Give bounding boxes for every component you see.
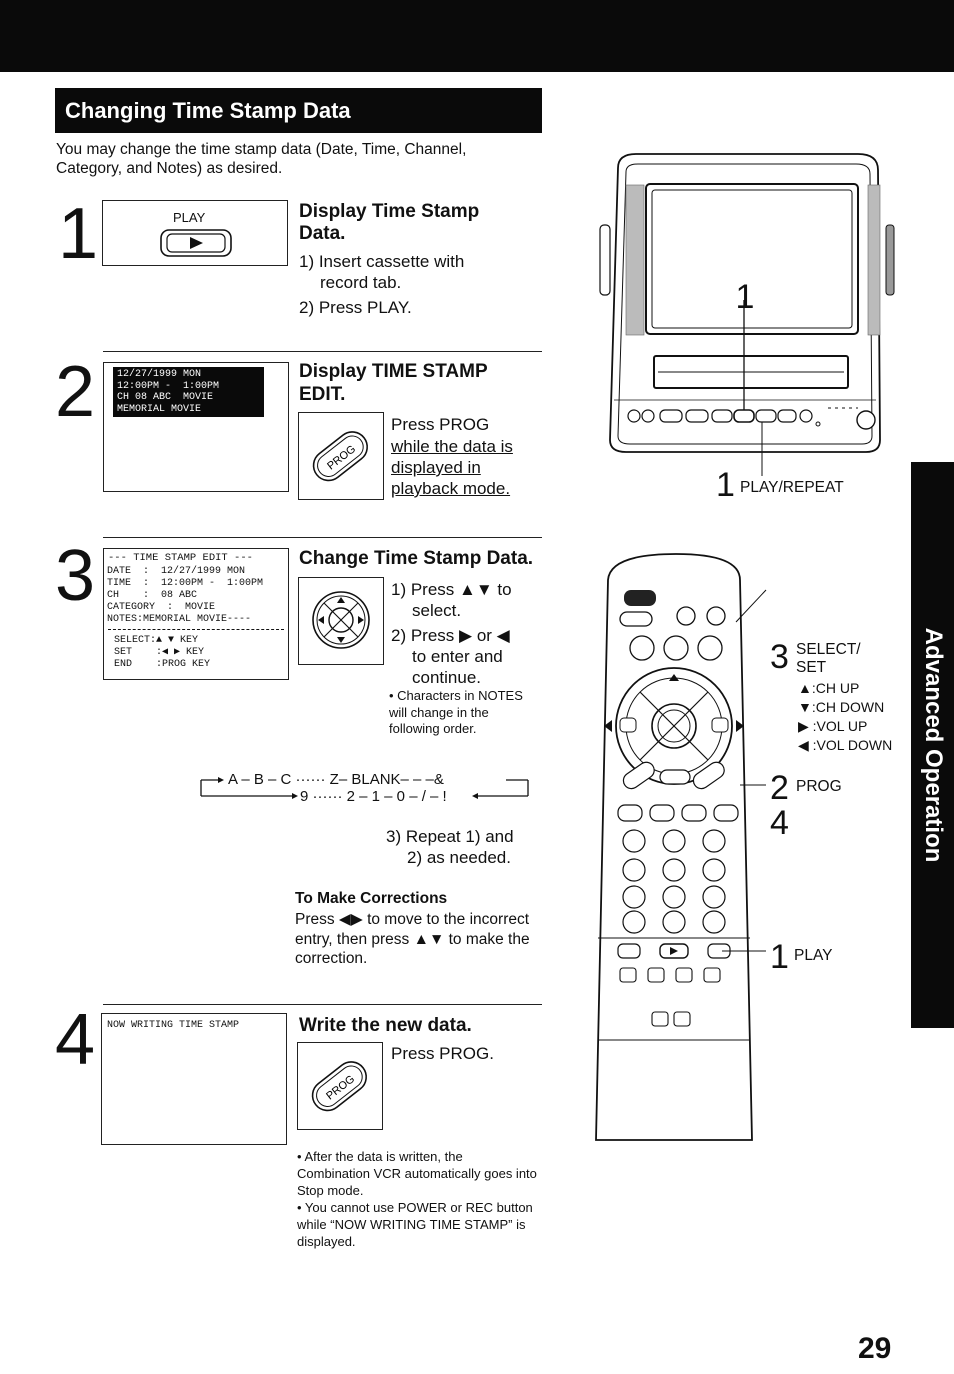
step3-line1b: select. — [412, 601, 462, 620]
step3-line1a: 1) Press ▲▼ to — [391, 580, 512, 599]
osd-line: SELECT:▲ ▼ KEY — [114, 635, 199, 646]
section-title: Changing Time Stamp Data — [55, 88, 542, 133]
step1-line1: 1) Insert cassette with — [299, 252, 465, 271]
osd-line: CATEGORY : MOVIE — [107, 602, 216, 613]
page-number: 29 — [858, 1332, 892, 1365]
tv-screen-callout-number: 1 — [736, 278, 755, 316]
step3-line2b: to enter and — [412, 647, 503, 666]
set-callout-label: SET — [796, 659, 827, 676]
select-pad-icon — [312, 591, 370, 649]
step-number-4: 4 — [55, 1000, 96, 1080]
osd-line: 12/27/1999 MON — [117, 369, 202, 380]
sequence-row-2: 9 ······ 2 – 1 – 0 – / – ! — [300, 788, 447, 805]
play-callout-number: 1 — [770, 938, 789, 976]
prog-callout-number: 2 — [770, 769, 789, 807]
osd-edit-lines: DATE : 12/27/1999 MON TIME : 12:00PM - 1… — [107, 566, 263, 626]
osd-line: CH : 08 ABC — [107, 590, 198, 601]
osd-line: MEMORIAL MOVIE — [117, 403, 202, 415]
step4-callout-number: 4 — [770, 804, 789, 842]
play-button-label: PLAY — [173, 210, 206, 225]
step3-line2c: continue. — [412, 668, 481, 687]
step4-heading: Write the new data. — [299, 1015, 472, 1036]
osd-line: 12:00PM - 1:00PM — [117, 380, 220, 392]
osd-screen-4: NOW WRITING TIME STAMP — [101, 1013, 287, 1145]
tv-vcr-illustration: 1 — [599, 153, 895, 476]
prog-button-illustration: PROG — [297, 1042, 383, 1130]
play-button-illustration: PLAY — [102, 200, 288, 266]
step2-under2: displayed in — [391, 458, 481, 477]
osd-now-writing: NOW WRITING TIME STAMP — [107, 1020, 240, 1031]
osd-line: CH 08 ABC MOVIE — [117, 392, 214, 403]
select-callout-number: 3 — [770, 638, 789, 676]
prog-button-icon: PROG — [311, 1061, 368, 1112]
divider — [103, 1004, 542, 1005]
step1-heading: Display Time Stamp Data. — [299, 201, 480, 244]
step3-line3a: 3) Repeat 1) and — [386, 827, 514, 846]
prog-button-illustration: PROG — [298, 412, 384, 500]
osd-line: NOTES:MEMORIAL MOVIE---- — [107, 614, 252, 625]
step2-heading-1: Display TIME STAMP — [299, 361, 488, 382]
vol-down-label: ◀ :VOL DOWN — [798, 737, 893, 753]
step-number-3: 3 — [55, 536, 96, 616]
vol-up-label: ▶ :VOL UP — [798, 718, 868, 734]
side-tab-label: Advanced Operation — [919, 627, 947, 863]
play-icon — [160, 229, 232, 257]
osd-time-stamp: 12/27/1999 MON 12:00PM - 1:00PM CH 08 AB… — [113, 367, 264, 417]
intro-text: You may change the time stamp data (Date… — [56, 141, 467, 177]
osd-line: SET :◀ ▶ KEY — [114, 647, 205, 658]
step4-bullet2: • You cannot use POWER or REC button whi… — [297, 1200, 533, 1249]
side-tab: Advanced Operation — [911, 462, 954, 1028]
prog-button-icon: PROG — [312, 431, 369, 482]
step-number-1: 1 — [58, 194, 99, 274]
step4-press: Press PROG. — [391, 1044, 494, 1063]
step3-line3b: 2) as needed. — [407, 848, 511, 867]
play-repeat-callout-label: PLAY/REPEAT — [740, 479, 844, 496]
ch-down-label: ▼:CH DOWN — [798, 699, 885, 715]
corrections-heading: To Make Corrections — [295, 890, 448, 907]
osd-line: TIME : 12:00PM - 1:00PM — [107, 578, 264, 589]
osd-line: END :PROG KEY — [114, 659, 211, 670]
sequence-row-1: A – B – C ······ Z– BLANK– – –& — [228, 771, 449, 788]
select-pad-illustration — [298, 577, 384, 665]
character-sequence-arrows — [200, 777, 529, 799]
header-bar — [0, 0, 954, 72]
step2-press: Press PROG — [391, 415, 490, 434]
play-callout-label: PLAY — [794, 947, 833, 964]
prog-callout-label: PROG — [796, 778, 842, 795]
divider — [103, 351, 542, 352]
remote-control-illustration — [595, 553, 767, 1141]
step2-under1: while the data is — [391, 437, 513, 456]
corrections-body: Press ◀▶ to move to the incorrect entry,… — [295, 911, 530, 967]
osd-screen-2: 12/27/1999 MON 12:00PM - 1:00PM CH 08 AB… — [103, 362, 289, 492]
step1-line2: 2) Press PLAY. — [299, 298, 412, 317]
select-callout-label: SELECT/ — [796, 641, 861, 658]
step-number-2: 2 — [55, 352, 96, 432]
step3-heading: Change Time Stamp Data. — [299, 548, 534, 569]
play-repeat-callout-number: 1 — [716, 466, 735, 504]
step1-line1b: record tab. — [320, 273, 402, 292]
step3-note: • Characters in NOTES will change in the… — [389, 688, 523, 736]
osd-screen-3: --- TIME STAMP EDIT --- DATE : 12/27/199… — [103, 548, 289, 680]
ch-up-label: ▲:CH UP — [798, 680, 860, 696]
osd-divider — [108, 629, 284, 630]
osd-keys: SELECT:▲ ▼ KEY SET :◀ ▶ KEY END :PROG KE… — [114, 635, 210, 671]
step2-under3: playback mode. — [391, 479, 511, 498]
step3-line2a: 2) Press ▶ or ◀ — [391, 626, 510, 645]
divider — [103, 537, 542, 538]
step4-bullet1: • After the data is written, the Combina… — [297, 1149, 537, 1198]
osd-edit-title: --- TIME STAMP EDIT --- — [108, 552, 253, 564]
osd-line: DATE : 12/27/1999 MON — [107, 566, 246, 577]
step2-heading-2: EDIT. — [299, 384, 346, 405]
